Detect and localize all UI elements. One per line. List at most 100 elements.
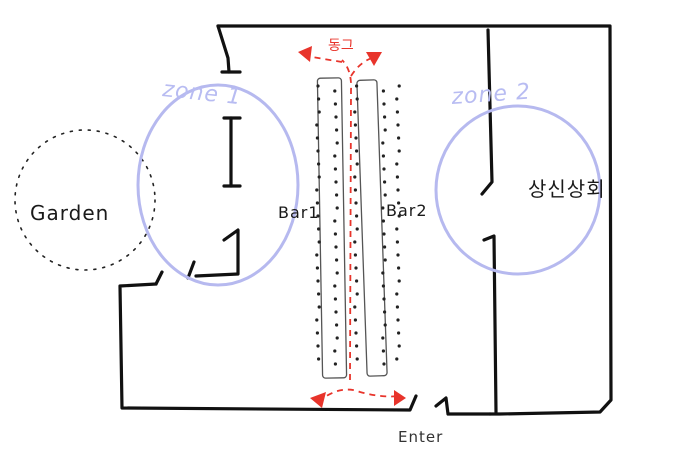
seat-dot [354,201,358,205]
seat-dot [397,344,401,348]
seat-dot [333,284,337,288]
zone1-label: zone 1 [160,77,243,110]
seat-dot [355,292,359,296]
seat-dot [397,84,401,88]
seat-dot [353,123,357,127]
seat-dot [335,141,339,145]
seat-dot [381,89,385,93]
seat-dot [397,214,401,218]
bar1-label: Bar1 [278,203,320,222]
seat-dot [395,162,399,166]
seat-dot [395,240,399,244]
garden-label: Garden [30,201,109,225]
seat-dot [395,97,399,101]
garden-door-left [154,270,164,286]
seat-dot [383,245,387,249]
seat-dot [317,357,321,361]
bar2-counter [356,79,388,377]
flow-arrow-bottom-right [394,390,406,406]
seat-dot [355,162,359,166]
seat-dot [333,349,337,353]
seat-dot [383,258,387,262]
flow-path-bottom [317,388,401,403]
garden-outline [14,129,156,271]
seat-dot [354,331,358,335]
seat-dot [316,214,320,218]
zone2-outline [434,104,602,276]
seat-dot [335,206,339,210]
seat-dot [355,344,359,348]
seat-dot [355,227,359,231]
room-label: 상신상회 [528,177,606,201]
seat-dot [353,240,357,244]
seat-dot [396,318,400,322]
seat-dot [395,175,399,179]
seat-dot [335,323,339,327]
seat-dot [316,149,320,153]
seat-dot [353,305,357,309]
seat-dot [315,201,319,205]
seat-dot [397,201,401,205]
seat-dot [316,279,320,283]
seat-dot [383,115,387,119]
left-upper-wall [216,24,231,74]
seat-dot [334,180,338,184]
zone1-area: zone 1 [136,77,300,287]
seat-dot [317,162,321,166]
seat-dot [396,188,400,192]
garden-door-right [186,260,196,280]
seat-dot [334,115,338,119]
garden-area: Garden [14,129,156,271]
bar1-counter [316,77,348,379]
seat-dot [317,97,321,101]
seat-dot [381,336,385,340]
seat-dot [395,357,399,361]
flow-path-up [341,59,352,381]
seat-dot [317,240,321,244]
seat-dot [355,214,359,218]
seat-dot [317,292,321,296]
seat-dot [355,97,359,101]
bottom-left-wall [118,282,418,412]
seat-dot [355,149,359,153]
seat-dot [355,357,359,361]
flow-path-split-right [350,57,373,77]
seat-dot [382,362,386,366]
seat-dot [315,123,319,127]
seat-dot [353,253,357,257]
seat-dot [397,331,401,335]
seat-dot [382,297,386,301]
seat-dot [334,245,338,249]
entrance: Enter [398,428,443,446]
building-walls [118,24,613,416]
flow-arrow-bottom-left [310,392,326,408]
seat-dot [315,331,319,335]
seat-dot [382,167,386,171]
seat-dot [383,323,387,327]
seat-dot [381,141,385,145]
seat-dot [396,253,400,257]
seat-dot [333,297,337,301]
zone2-label: zone 2 [450,80,532,111]
seat-dot [335,336,339,340]
seat-dot [317,110,321,114]
seat-dot [316,84,320,88]
seat-dot [395,227,399,231]
seat-dot [397,266,401,270]
enter-label: Enter [398,428,443,446]
seat-dot [315,188,319,192]
zone2-divider-wall [480,28,494,196]
seat-dot [317,305,321,309]
seat-dot [395,305,399,309]
seat-dot [315,266,319,270]
seat-dot [396,123,400,127]
seat-dot [381,271,385,275]
seat-dot [353,188,357,192]
seat-dot [383,310,387,314]
zone2-divider-lower [482,234,498,414]
seat-dot [397,136,401,140]
seat-dot [317,175,321,179]
flow-note: 동그 [328,38,354,54]
seat-dot [333,219,337,223]
zone2-area: zone 2 상신상회 [434,80,606,276]
